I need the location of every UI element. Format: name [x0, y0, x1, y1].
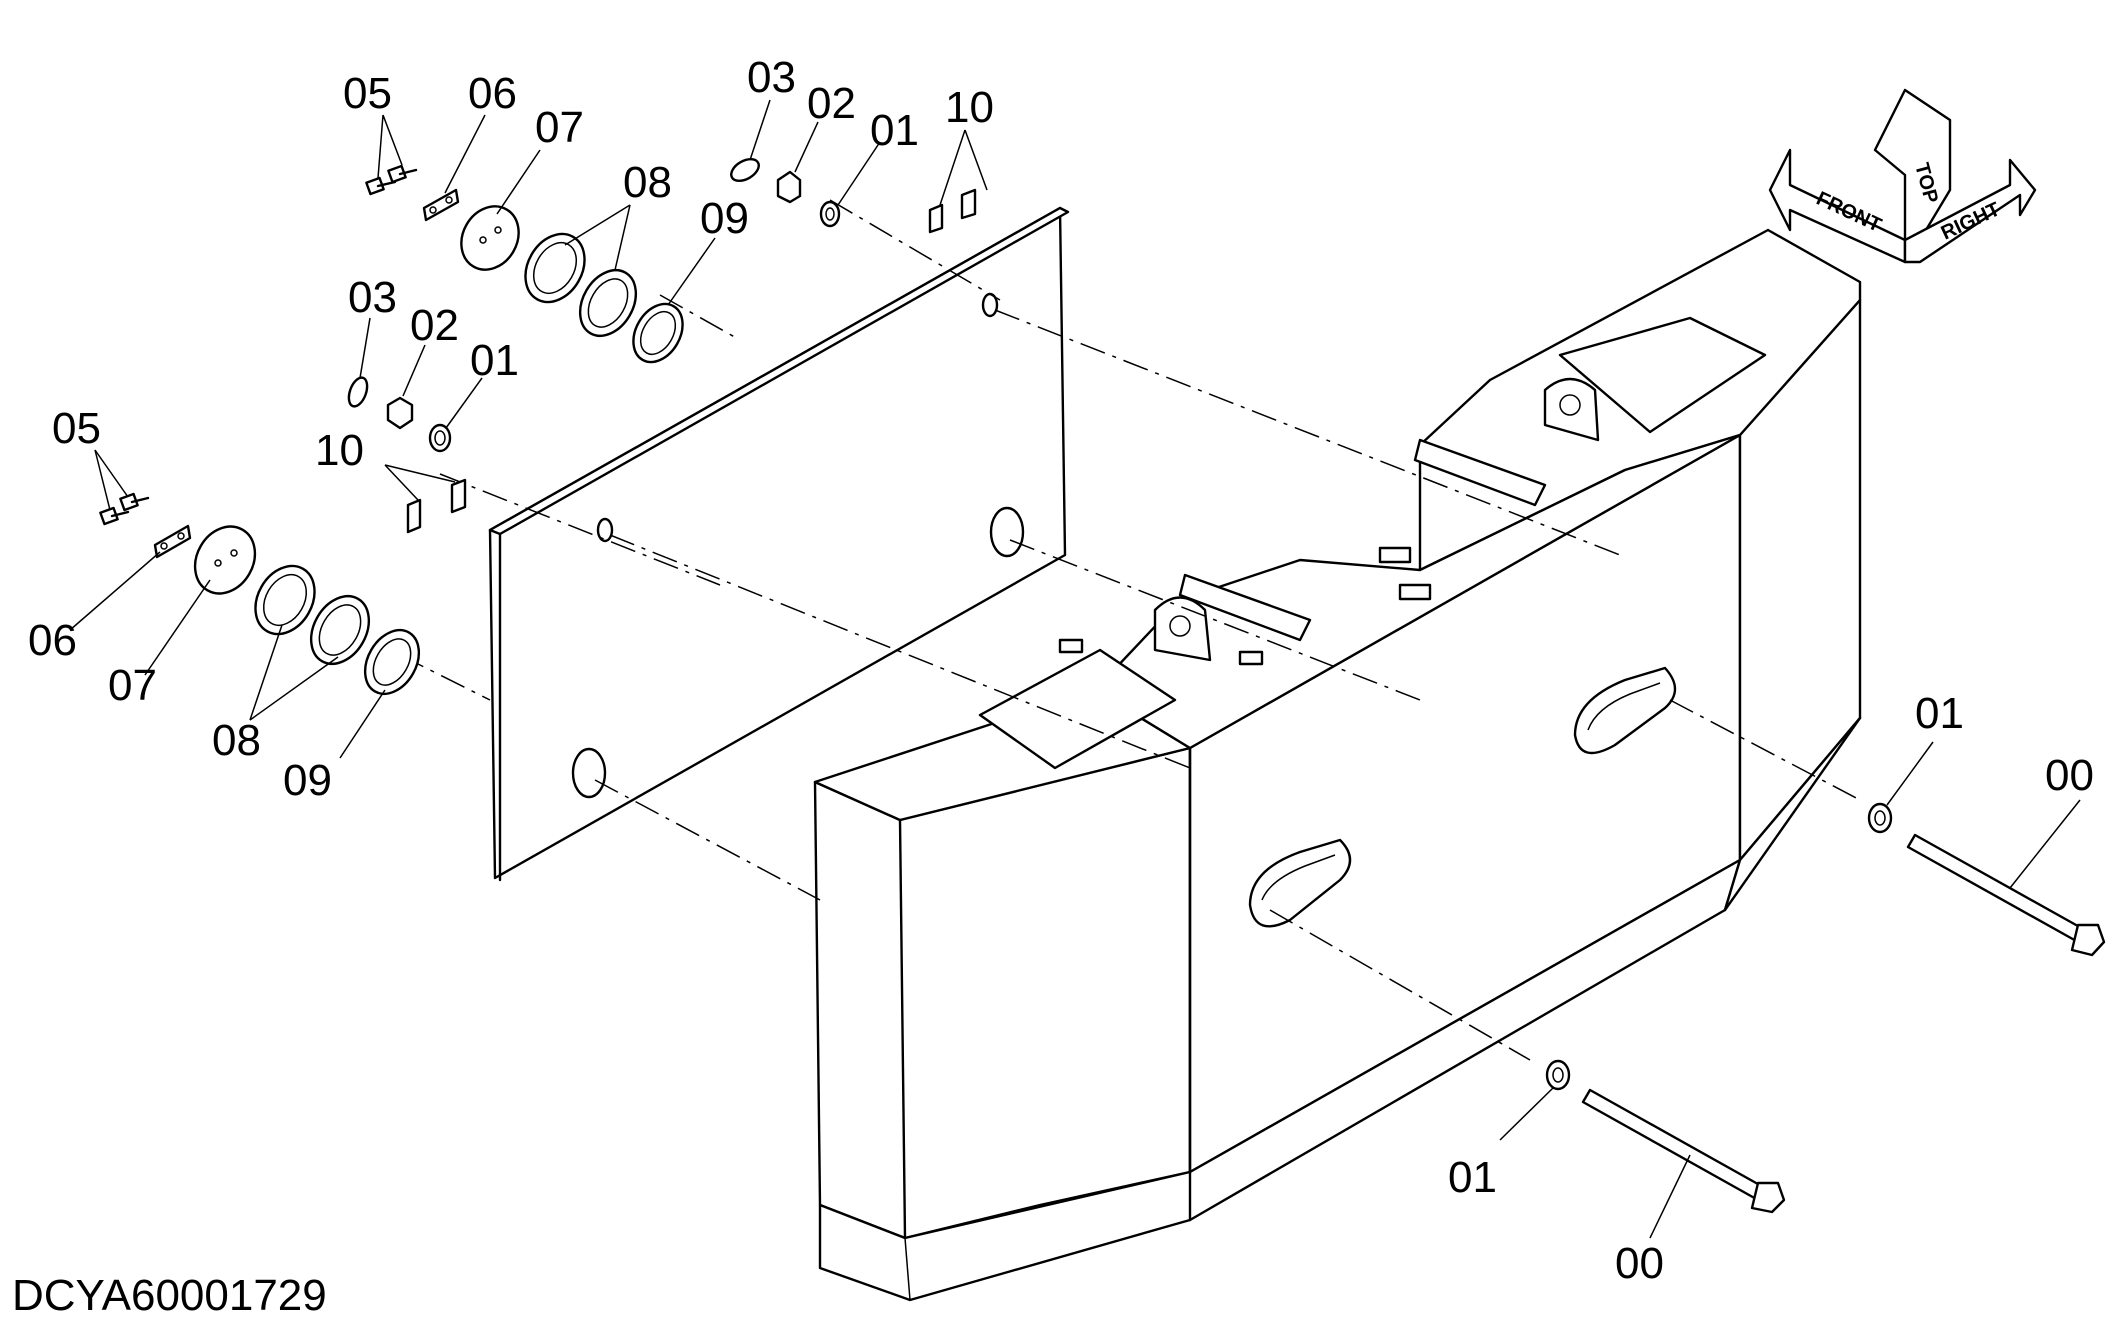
- callout-01-upper: 01: [870, 106, 919, 155]
- arrow-right-icon: [1903, 158, 2037, 264]
- callout-07-lower: 07: [108, 661, 157, 710]
- callout-05-lower: 05: [52, 404, 101, 453]
- callout-00-bottom: 00: [1615, 1239, 1664, 1288]
- washer-mid: [428, 423, 452, 453]
- bolt-upper-b: [387, 164, 418, 184]
- pin-hardware: [1545, 802, 2106, 1214]
- washer-disc-lower: [193, 525, 257, 595]
- washer-disc-upper: [460, 205, 520, 271]
- lock-plate-upper: [422, 188, 460, 222]
- nut-mid: [386, 396, 414, 430]
- shim-lower-b: [309, 595, 371, 665]
- orientation-indicator: FRONT TOP RIGHT: [1768, 88, 2037, 264]
- callout-01-mid: 01: [470, 336, 519, 385]
- mid-hardware: [347, 376, 467, 534]
- callout-labels: 05 06 07 08 09 03 02 01 10 03 02 01 10 0…: [28, 53, 2094, 1288]
- counterweight: [813, 228, 1862, 1302]
- callout-09-upper: 09: [700, 194, 749, 243]
- shim-lower-c: [363, 629, 421, 695]
- callout-08-lower: 08: [212, 716, 261, 765]
- callout-01-right: 01: [1915, 689, 1964, 738]
- callout-09-lower: 09: [283, 756, 332, 805]
- callout-08-upper: 08: [623, 158, 672, 207]
- washer-upper: [819, 200, 841, 228]
- pin-right: [1906, 833, 2106, 957]
- callout-05-upper: 05: [343, 69, 392, 118]
- slot-right: [1573, 666, 1677, 755]
- center-lines: [399, 199, 1861, 1061]
- shim-upper-b: [578, 269, 638, 337]
- snap-ring-upper: [730, 157, 760, 183]
- clip-upper: [928, 188, 977, 234]
- callout-10-mid: 10: [315, 426, 364, 475]
- callout-10-upper: 10: [945, 83, 994, 132]
- shim-lower-a: [254, 564, 316, 636]
- shim-upper-c: [632, 302, 684, 364]
- callout-03-mid: 03: [348, 273, 397, 322]
- slot-left: [1248, 838, 1352, 928]
- callout-03-upper: 03: [747, 53, 796, 102]
- callout-06-lower: 06: [28, 616, 77, 665]
- callout-06-upper: 06: [468, 69, 517, 118]
- pin-bottom: [1581, 1088, 1786, 1214]
- washer-right: [1867, 802, 1893, 834]
- callout-07-upper: 07: [535, 103, 584, 152]
- callout-00-right: 00: [2045, 751, 2094, 800]
- clip-mid: [406, 478, 467, 534]
- shim-upper-a: [524, 232, 586, 304]
- lower-hardware: [99, 492, 421, 695]
- leader-lines: [69, 99, 2081, 1239]
- callout-02-upper: 02: [807, 79, 856, 128]
- mounting-plate: [488, 206, 1070, 882]
- bolt-lower-a: [99, 506, 130, 526]
- arrow-top-icon: [1873, 88, 1952, 242]
- callout-02-mid: 02: [410, 301, 459, 350]
- callout-01-bottom: 01: [1448, 1153, 1497, 1202]
- washer-bottom: [1545, 1059, 1571, 1091]
- bolt-lower-b: [119, 492, 150, 512]
- drawing-code: DCYA60001729: [12, 1271, 327, 1320]
- upper-hardware: [365, 157, 977, 364]
- snap-ring-mid: [347, 376, 369, 408]
- nut-upper: [776, 170, 802, 204]
